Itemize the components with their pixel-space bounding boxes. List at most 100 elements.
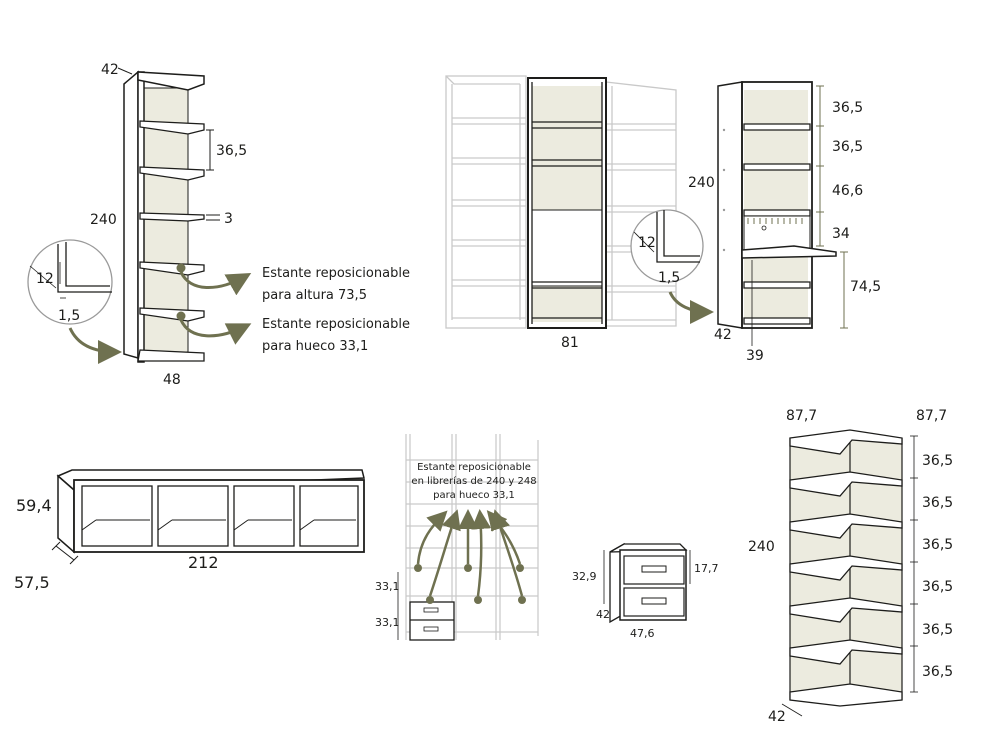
bookcase-side-panel <box>123 70 139 359</box>
corner-shelf <box>789 597 903 623</box>
bureau-detail-magnifier: 12 1,5 <box>630 209 704 286</box>
shelf-marker-dot <box>176 263 186 273</box>
dim-line <box>781 703 803 717</box>
dim-height: 240 <box>90 212 117 228</box>
compartment-depth-line <box>233 519 249 531</box>
bookcase-group: 81 <box>445 75 677 351</box>
note-repositionable-1-line-2: para altura 73,5 <box>262 288 367 303</box>
dim-corner-gap-1: 36,5 <box>922 453 953 469</box>
dim-low-depth: 57,5 <box>14 573 50 592</box>
detail-dim-groove: 12 <box>36 271 54 287</box>
dim-tick <box>69 555 79 565</box>
library-drawers <box>409 601 455 641</box>
corner-dim-chain <box>910 435 918 693</box>
dim-drawer-unit-height: 32,9 <box>572 570 597 583</box>
detail-circle <box>630 209 704 283</box>
dim-shelf-thickness: 3 <box>224 211 233 227</box>
bureau-desk-cavity <box>743 215 811 251</box>
ghost-bay-right <box>605 81 677 327</box>
corner-unit: 87,7 87,7 240 36,5 36,5 36,5 36,5 36,5 3… <box>748 408 953 725</box>
dim-bureau-desk-height: 74,5 <box>850 279 881 295</box>
dim-depth: 42 <box>101 62 119 78</box>
bureau-dim-chain <box>816 85 824 247</box>
low-unit: 59,4 212 57,5 <box>14 469 365 592</box>
dim-bureau-gap-3: 46,6 <box>832 183 863 199</box>
dim-shelf-gap: 36,5 <box>216 143 247 159</box>
detail-circle <box>27 239 113 325</box>
detail-groove-line <box>663 210 700 257</box>
drawer-handle-icon <box>423 607 439 613</box>
shelf <box>743 209 811 217</box>
ghost-bay-left <box>445 75 527 329</box>
detail-arrow <box>68 327 122 364</box>
detail-magnifier: 12 1,5 <box>27 239 113 325</box>
detail-dim-offset: 1,5 <box>658 270 680 286</box>
detail-dim-offset: 1,5 <box>58 308 80 324</box>
dim-bureau-depth: 42 <box>714 327 732 343</box>
dim-line <box>117 67 133 75</box>
low-unit-compartment <box>299 485 359 547</box>
compartment-depth-line <box>81 519 97 531</box>
dim-low-height: 59,4 <box>16 496 52 515</box>
library-note-line-2: en librerías de 240 y 248 <box>411 475 536 487</box>
detail-groove-line <box>65 242 110 287</box>
dim-low-width: 212 <box>188 553 219 572</box>
dim-corner-gap-5: 36,5 <box>922 622 953 638</box>
shelf <box>743 163 811 171</box>
low-unit-left-side <box>57 474 75 554</box>
library-shelf-markers <box>414 564 526 604</box>
dim-bureau-gap-4: 34 <box>832 226 850 242</box>
note-repositionable-2-line-2: para hueco 33,1 <box>262 339 368 354</box>
bureau-side-holes <box>722 128 726 252</box>
drawer-handle-icon <box>641 597 667 605</box>
library-note-line-3: para hueco 33,1 <box>433 490 515 501</box>
compartment-depth-line <box>157 519 173 531</box>
dim-corner-width-right: 87,7 <box>916 408 947 424</box>
shelf <box>743 281 811 289</box>
shelf <box>743 123 811 131</box>
library-note-line-1: Estante reposicionable <box>417 462 531 473</box>
corner-shelves <box>789 429 903 707</box>
shelf-arrow <box>179 271 252 296</box>
library-shelf-arrows <box>416 509 524 597</box>
shelf <box>139 166 205 181</box>
drawer-unit: 32,9 17,7 42 47,6 <box>572 542 719 640</box>
library-repositionable: 33,1 33,1 Estante reposicionable en libr… <box>375 434 539 641</box>
bureau-detail-arrow <box>668 291 714 324</box>
note-repositionable-1-line-1: Estante reposicionable <box>262 266 410 281</box>
drawer-handle-icon <box>641 565 667 573</box>
dim-drawer-height: 17,7 <box>694 562 719 575</box>
dim-group-width: 81 <box>561 335 579 351</box>
dim-drawer-unit-width: 47,6 <box>630 627 655 640</box>
center-bay <box>527 77 607 329</box>
dim-corner-gap-6: 36,5 <box>922 664 953 680</box>
bookcase-shelves <box>137 120 205 362</box>
drawer-handle-icon <box>423 626 439 632</box>
dim-corner-gap-3: 36,5 <box>922 537 953 553</box>
bureau-writing-flap <box>741 245 837 259</box>
dim-width: 48 <box>163 372 181 388</box>
shelf <box>139 307 205 322</box>
dim-library-drawer-1: 33,1 <box>375 580 400 593</box>
center-bay-door <box>531 209 603 287</box>
corner-shelf <box>789 513 903 539</box>
shelf <box>139 212 205 222</box>
compartment-depth-line <box>299 519 315 531</box>
dim-line <box>29 265 57 289</box>
dim-corner-width-left: 87,7 <box>786 408 817 424</box>
dim-corner-depth: 42 <box>768 709 786 725</box>
corner-shelf <box>789 555 903 581</box>
center-bay-frame <box>527 77 607 329</box>
low-unit-compartment <box>81 485 153 547</box>
bookcase-top <box>137 71 205 91</box>
dim-corner-gap-2: 36,5 <box>922 495 953 511</box>
dim-line <box>633 231 655 253</box>
detail-groove-line <box>57 244 112 293</box>
dim-line <box>55 545 75 561</box>
bureau-frame <box>741 81 813 329</box>
detail-groove-line <box>656 212 700 263</box>
shelf-arrow <box>179 319 252 345</box>
shelf-marker-dot <box>176 311 186 321</box>
bureau-bookcase: 36,5 36,5 46,6 34 74,5 240 42 39 12 1,5 <box>630 81 881 364</box>
